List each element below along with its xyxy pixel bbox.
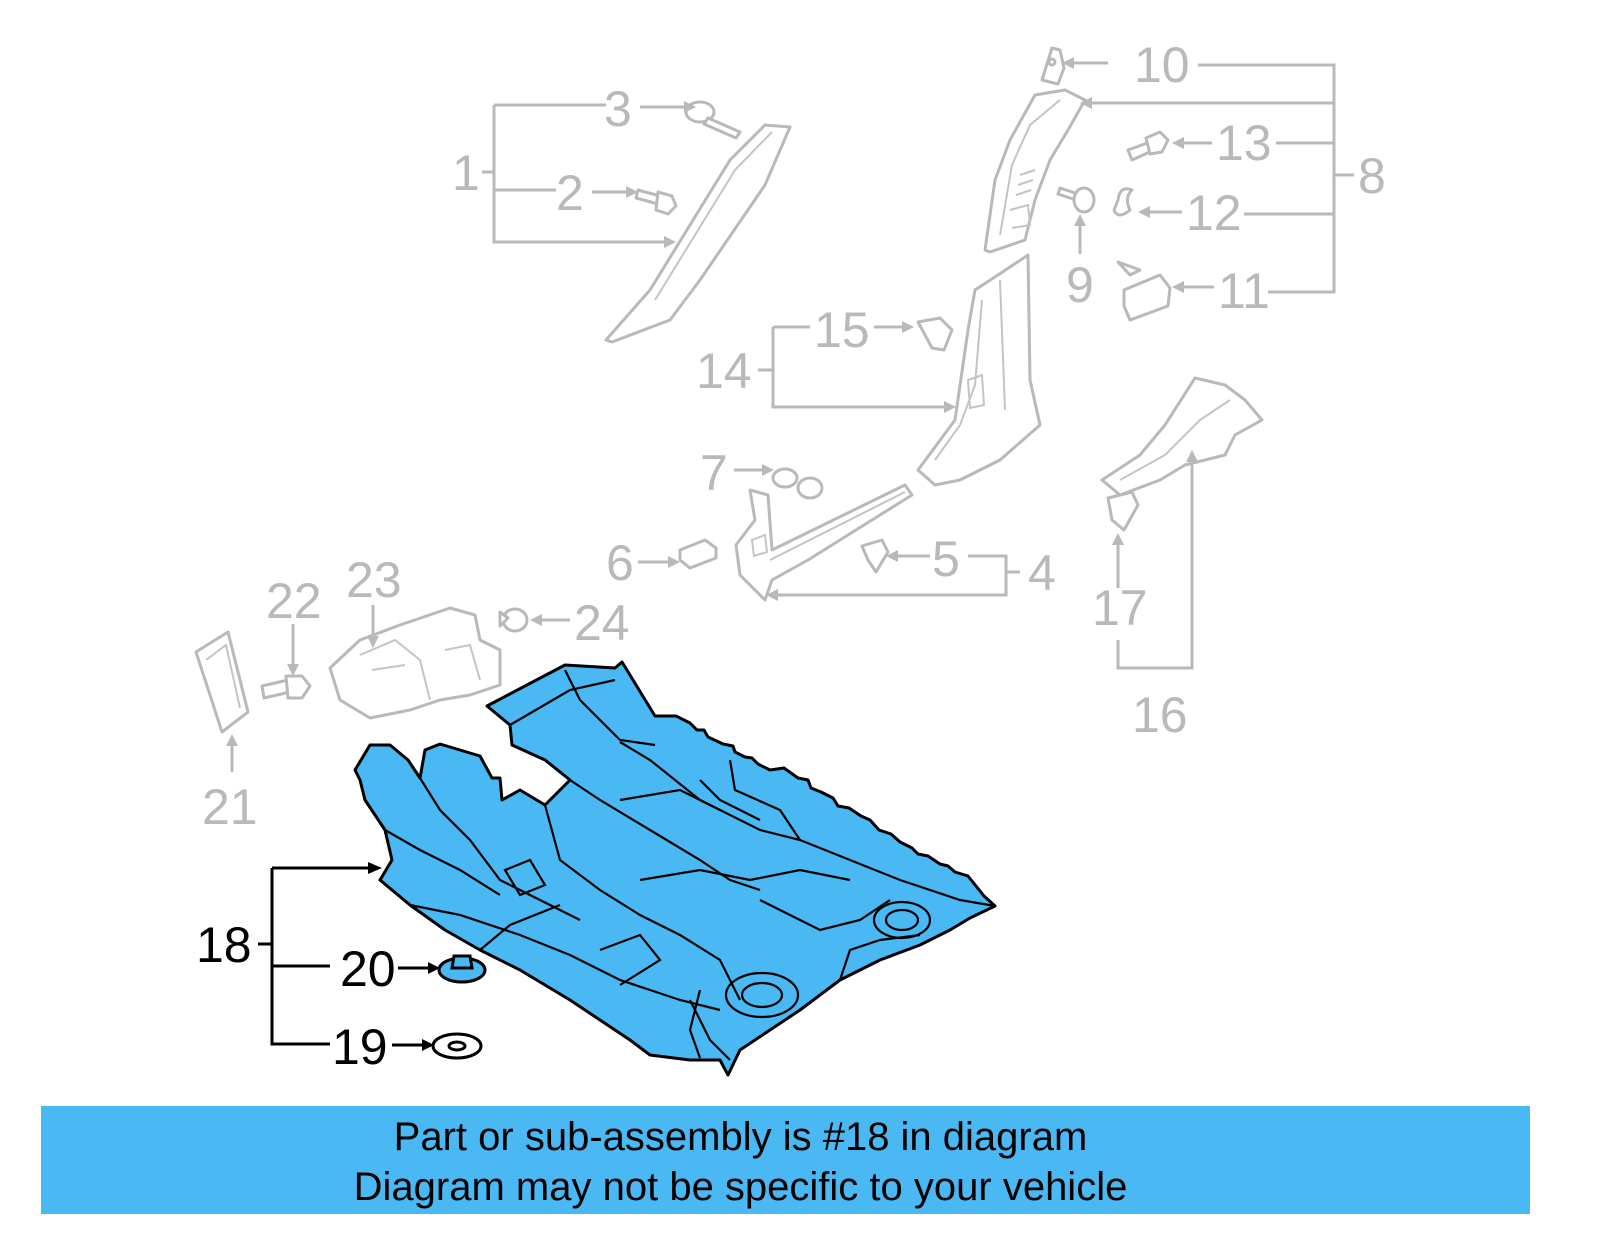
part-8-rear-pillar-trim — [983, 88, 1087, 254]
banner-line-2: Diagram may not be specific to your vehi… — [353, 1165, 1128, 1209]
part-19-washer — [431, 1032, 483, 1060]
part-11-cover — [1116, 260, 1172, 322]
part-2-bolt — [634, 188, 678, 216]
part-4-sill-plate — [734, 483, 914, 602]
callout-1: 1 — [452, 145, 480, 201]
callout-5: 5 — [932, 531, 960, 587]
part-18-floor-carpet — [353, 660, 997, 1077]
callout-24: 24 — [574, 595, 630, 651]
part-14-center-pillar-trim — [916, 253, 1042, 487]
callout-13: 13 — [1216, 115, 1272, 171]
callout-8: 8 — [1358, 148, 1386, 204]
part-21-trim-panel — [194, 630, 250, 734]
part-15-clip — [916, 316, 954, 352]
info-banner: Part or sub-assembly is #18 in diagram D… — [41, 1106, 1530, 1214]
callout-18: 18 — [196, 917, 252, 973]
callout-labels: 1 2 3 10 13 8 12 9 11 15 14 7 6 5 4 17 1… — [196, 37, 1386, 1075]
callout-7: 7 — [700, 445, 728, 501]
part-10-clip — [1040, 46, 1066, 86]
part-13-screw — [1126, 130, 1170, 162]
part-5-clip — [860, 538, 890, 574]
part-7-clip — [771, 467, 824, 500]
part-17-clip — [1106, 490, 1140, 532]
callout-2: 2 — [556, 165, 584, 221]
part-24-clip — [498, 607, 529, 633]
part-20-clip — [437, 954, 487, 984]
leader-lines-18 — [258, 862, 440, 1051]
callout-23: 23 — [346, 552, 402, 608]
callout-6: 6 — [606, 535, 634, 591]
part-22-bolt — [260, 674, 312, 700]
part-6-clip — [678, 538, 718, 570]
callout-3: 3 — [604, 81, 632, 137]
part-12-clip — [1112, 187, 1134, 217]
banner-line-1: Part or sub-assembly is #18 in diagram — [393, 1115, 1088, 1159]
callout-19: 19 — [332, 1019, 388, 1075]
callout-12: 12 — [1186, 185, 1242, 241]
callout-4: 4 — [1028, 545, 1056, 601]
callout-17: 17 — [1092, 580, 1148, 636]
part-23-bracket — [328, 606, 502, 720]
callout-21: 21 — [202, 779, 258, 835]
leader-lines — [226, 57, 1354, 772]
callout-11: 11 — [1218, 263, 1270, 319]
part-1-pillar-trim — [604, 123, 792, 344]
callout-15: 15 — [814, 302, 870, 358]
callout-14: 14 — [696, 343, 752, 399]
part-16-rear-trim — [1100, 376, 1264, 497]
callout-22: 22 — [266, 573, 322, 629]
callout-10: 10 — [1134, 37, 1190, 93]
callout-16: 16 — [1132, 687, 1188, 743]
part-9-screw — [1056, 186, 1096, 214]
callout-9: 9 — [1066, 257, 1094, 313]
callout-20: 20 — [340, 941, 396, 997]
